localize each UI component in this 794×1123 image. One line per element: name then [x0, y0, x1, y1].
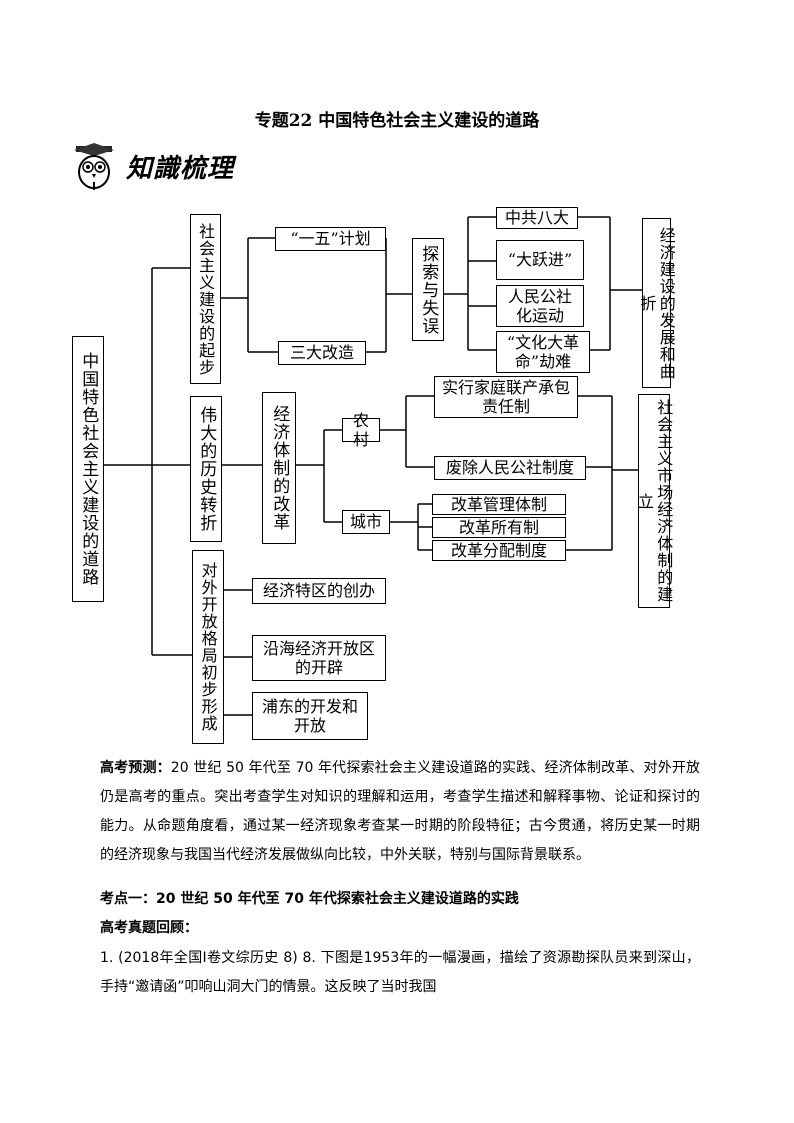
node-start: 社会主义建设的起步: [190, 214, 221, 384]
node-r2: 废除人民公社制度: [434, 456, 586, 480]
review-heading: 高考真题回顾：: [100, 917, 700, 937]
node-e3: 人民公社化运动: [496, 285, 584, 327]
node-city: 城市: [342, 510, 390, 534]
node-explore: 探索与失误: [412, 238, 444, 341]
question-1: 1. (2018年全国Ⅰ卷文综历史 8) 8. 下图是1953年的一幅漫画，描绘…: [100, 944, 700, 1002]
forecast-text: 20 世纪 50 年代至 70 年代探索社会主义建设道路的实践、经济体制改革、对…: [100, 760, 700, 863]
node-o1: 经济特区的创办: [252, 578, 386, 604]
node-econ-dev: 经济建设的发展和曲折: [642, 218, 671, 388]
node-c3: 改革分配制度: [432, 540, 566, 561]
node-turn: 伟大的历史转折: [190, 396, 222, 542]
node-rural: 农村: [342, 418, 380, 442]
node-reform: 经济体制的改革: [262, 392, 296, 544]
node-c1: 改革管理体制: [432, 494, 566, 515]
node-three: 三大改造: [278, 341, 366, 365]
node-o3: 浦东的开发和开放: [252, 692, 368, 740]
point1-heading: 考点一：20 世纪 50 年代至 70 年代探索社会主义建设道路的实践: [100, 888, 700, 908]
node-c2: 改革所有制: [432, 517, 566, 538]
node-e4: “文化大革命”劫难: [496, 331, 590, 373]
node-plan: “一五”计划: [275, 227, 386, 251]
node-e2: “大跃进”: [496, 240, 584, 280]
root-node: 中国特色社会主义建设的道路: [72, 336, 104, 602]
node-open: 对外开放格局初步形成: [192, 550, 224, 744]
node-o2: 沿海经济开放区的开辟: [252, 635, 386, 681]
node-r1: 实行家庭联产承包责任制: [434, 376, 578, 418]
forecast-label: 高考预测：: [100, 760, 171, 776]
node-market: 社会主义市场经济体制的建立: [638, 394, 670, 608]
forecast-paragraph: 高考预测：20 世纪 50 年代至 70 年代探索社会主义建设道路的实践、经济体…: [100, 754, 700, 870]
node-e1: 中共八大: [496, 207, 578, 229]
